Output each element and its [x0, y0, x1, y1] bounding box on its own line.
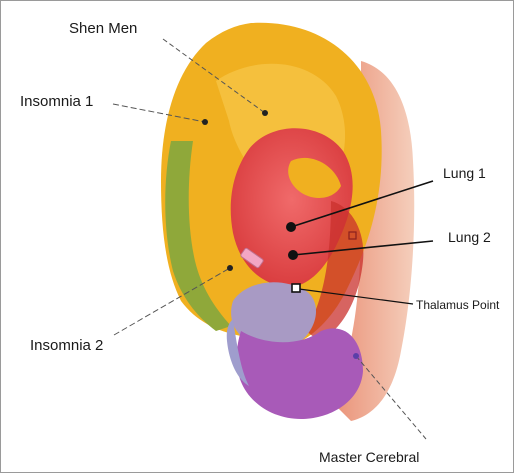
thalamus-point-label: Thalamus Point	[416, 299, 499, 311]
insomnia-1-label: Insomnia 1	[20, 94, 93, 109]
lung-2-label: Lung 2	[448, 230, 491, 244]
lung-2-point	[288, 250, 298, 260]
master-cerebral-label: Master Cerebral	[319, 450, 419, 464]
lung-1-label: Lung 1	[443, 166, 486, 180]
thalamus-point-marker	[292, 284, 300, 292]
insomnia-2-label: Insomnia 2	[30, 338, 103, 353]
insomnia-2-point	[227, 265, 233, 271]
shen-men-point	[262, 110, 268, 116]
shen-men-label: Shen Men	[69, 21, 137, 36]
lung-1-point	[286, 222, 296, 232]
insomnia-1-point	[202, 119, 208, 125]
master-cerebral-point	[353, 353, 359, 359]
